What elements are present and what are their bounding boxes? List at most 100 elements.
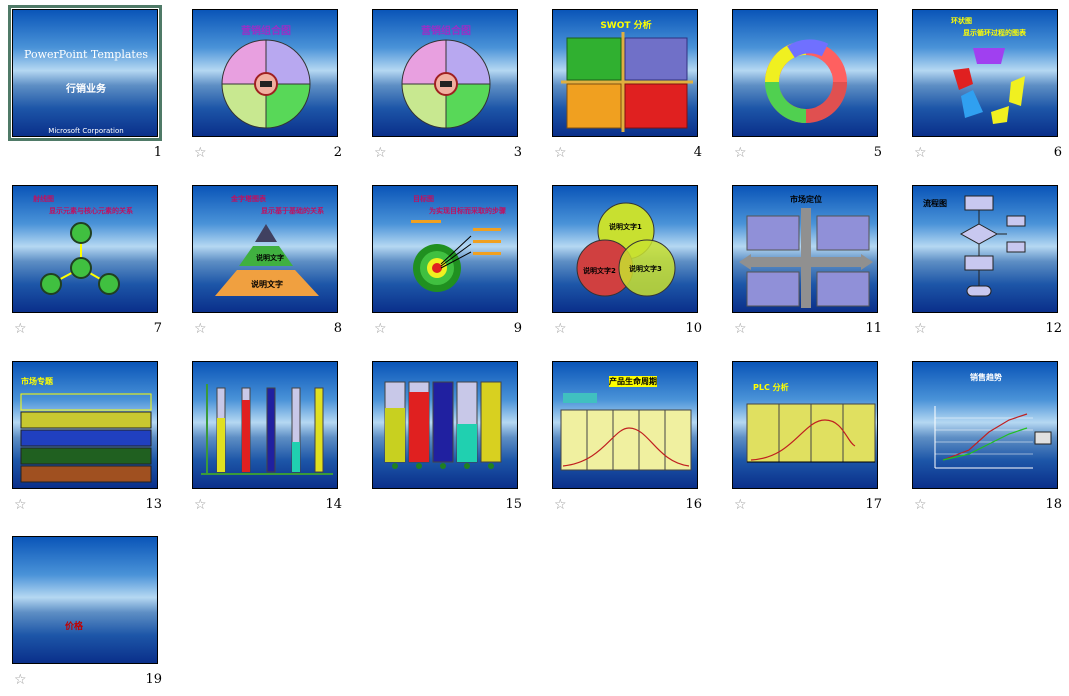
star-icon[interactable]: ☆ [374,145,387,161]
slide-subtitle: 显示元素与核心元素的关系 [49,207,133,215]
slide-number: 18 [1045,497,1062,512]
slide-preview[interactable]: 营销组合图 [372,9,518,137]
slide-footer: Microsoft Corporation [48,127,124,135]
slide-thumbnail-18[interactable]: 销售趋势 ☆ 18 [912,361,1062,521]
slide-number: 7 [153,321,162,336]
slide-thumbnail-16[interactable]: 产品生命周期 ☆ 16 [552,361,702,521]
slide-preview[interactable]: 目标图 为实现目标而采取的步骤 [372,185,518,313]
slide-preview[interactable]: SWOT 分析 [552,9,698,137]
star-icon[interactable]: ☆ [554,321,567,337]
slide-thumbnail-2[interactable]: 营销组合图 ☆ 2 [192,9,342,169]
bar-chart-diagram [201,384,333,475]
star-icon[interactable]: ☆ [914,145,927,161]
slide-title: 市场定位 [790,195,822,204]
positioning-map [739,208,873,308]
cylinder-chart [384,381,502,469]
slide-thumbnail-4[interactable]: SWOT 分析 ☆ 4 [552,9,702,169]
venn-label: 说明文字1 [609,223,642,231]
slide-preview[interactable]: 金字塔图表 显示基于基础的关系 说明文字 说明文字 [192,185,338,313]
slide-number: 10 [685,321,702,336]
slide-thumbnail-19[interactable]: 价格 ☆ 19 [12,536,162,696]
slide-preview[interactable]: 射线图 显示元素与核心元素的关系 [12,185,158,313]
slide-subtitle: 显示基于基础的关系 [261,207,324,215]
star-icon[interactable]: ☆ [194,321,207,337]
star-icon[interactable]: ☆ [14,497,27,513]
star-icon[interactable]: ☆ [734,321,747,337]
marketing-mix-diagram [401,39,491,129]
swot-matrix [561,32,693,132]
slide-subtitle: 为实现目标而采取的步骤 [429,207,506,215]
venn-diagram [576,202,676,297]
slide-thumbnail-1[interactable]: PowerPoint Templates 行销业务 Microsoft Corp… [8,5,162,169]
slide-title: 射线图 [33,195,54,203]
venn-label: 说明文字2 [583,267,616,275]
slide-thumbnail-14[interactable]: ☆ 14 [192,361,342,521]
slide-thumbnail-9[interactable]: 目标图 为实现目标而采取的步骤 ☆ 9 [372,185,522,345]
slide-preview[interactable]: PowerPoint Templates 行销业务 Microsoft Corp… [8,5,162,141]
target-diagram [411,220,501,292]
slide-number: 16 [685,497,702,512]
marketing-mix-diagram [221,39,311,129]
pyramid-label: 说明文字 [256,254,284,262]
slide-thumbnail-8[interactable]: 金字塔图表 显示基于基础的关系 说明文字 说明文字 ☆ 8 [192,185,342,345]
slide-preview[interactable]: 营销组合图 [192,9,338,137]
star-icon[interactable]: ☆ [374,321,387,337]
slide-subtitle: 行销业务 [66,84,106,95]
slide-preview[interactable] [192,361,338,489]
lifecycle-curve [560,393,692,471]
slide-thumbnail-17[interactable]: PLC 分析 ☆ 17 [732,361,882,521]
slide-preview[interactable] [372,361,518,489]
slide-subtitle: 显示循环过程的图表 [963,29,1026,37]
slide-number: 12 [1045,321,1062,336]
slide-number: 14 [325,497,342,512]
slide-preview[interactable]: 环状图 显示循环过程的图表 [912,9,1058,137]
slide-number: 1 [153,145,162,160]
star-icon[interactable]: ☆ [194,497,207,513]
star-icon[interactable]: ☆ [194,145,207,161]
slide-thumbnail-5[interactable]: ☆ 5 [732,9,882,169]
slide-number: 3 [513,145,522,160]
star-icon[interactable]: ☆ [734,145,747,161]
star-icon[interactable]: ☆ [914,497,927,513]
slide-preview[interactable]: 市场定位 [732,185,878,313]
star-icon[interactable]: ☆ [734,497,747,513]
slide-title: 金字塔图表 [231,195,266,203]
slide-number: 8 [333,321,342,336]
slide-title: 价格 [65,622,84,632]
slide-title: 流程图 [923,199,947,208]
slide-preview[interactable] [732,9,878,137]
slide-number: 13 [145,497,162,512]
slide-thumbnail-11[interactable]: 市场定位 ☆ 11 [732,185,882,345]
ring-diagram [953,48,1025,124]
slide-preview[interactable]: 产品生命周期 [552,361,698,489]
slide-preview[interactable]: 价格 [12,536,158,664]
slide-thumbnail-15[interactable]: 15 [372,361,522,521]
slide-thumbnail-12[interactable]: 流程图 ☆ 12 [912,185,1062,345]
slide-preview[interactable]: PLC 分析 [732,361,878,489]
star-icon[interactable]: ☆ [914,321,927,337]
slide-number: 11 [865,321,882,336]
slide-thumbnail-6[interactable]: 环状图 显示循环过程的图表 ☆ 6 [912,9,1062,169]
pyramid-diagram [215,224,319,296]
star-icon[interactable]: ☆ [14,672,27,688]
slide-title: SWOT 分析 [600,21,652,31]
slide-thumbnail-3[interactable]: 营销组合图 ☆ 3 [372,9,522,169]
slide-preview[interactable]: 销售趋势 [912,361,1058,489]
star-icon[interactable]: ☆ [554,497,567,513]
slide-preview[interactable]: 市场专题 [12,361,158,489]
slide-title: 产品生命周期 [609,376,657,387]
slide-thumbnail-7[interactable]: 射线图 显示元素与核心元素的关系 ☆ 7 [12,185,162,345]
flowchart [959,195,1026,297]
slide-preview[interactable]: 说明文字1 说明文字2 说明文字3 [552,185,698,313]
slide-preview[interactable]: 流程图 [912,185,1058,313]
slide-title: 环状图 [951,17,972,25]
slide-number: 6 [1053,145,1062,160]
star-icon[interactable]: ☆ [554,145,567,161]
slide-title: PLC 分析 [753,383,789,392]
slide-thumbnail-13[interactable]: 市场专题 ☆ 13 [12,361,162,521]
trend-line-chart [934,406,1052,469]
pyramid-label: 说明文字 [251,280,283,289]
slide-thumbnail-10[interactable]: 说明文字1 说明文字2 说明文字3 ☆ 10 [552,185,702,345]
star-icon[interactable]: ☆ [14,321,27,337]
slide-number: 17 [865,497,882,512]
